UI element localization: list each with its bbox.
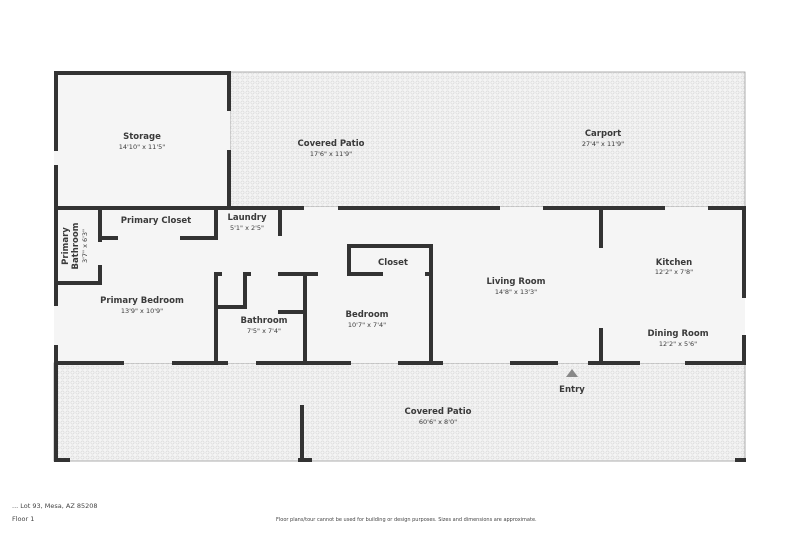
entry-label: Entry <box>559 385 585 395</box>
primary-bedroom-label: Primary Bedroom <box>100 296 184 306</box>
patio-top-area <box>229 71 746 208</box>
primary-bathroom-dims: 3'7" x 6'3" <box>81 229 89 263</box>
house-floor <box>54 207 745 363</box>
kitchen-label: Kitchen <box>656 258 692 268</box>
laundry-dims: 5'1" x 2'5" <box>230 224 264 232</box>
storage-floor <box>54 72 230 207</box>
floor-label: Floor 1 <box>12 515 35 523</box>
bedroom-dims: 10'7" x 7'4" <box>348 321 386 329</box>
bedroom-label: Bedroom <box>345 310 388 320</box>
carport-dims: 27'4" x 11'9" <box>582 140 624 148</box>
storage-dims: 14'10" x 11'5" <box>119 143 165 151</box>
living-room-label: Living Room <box>487 277 546 287</box>
kitchen-dims: 12'2" x 7'8" <box>655 268 693 276</box>
primary-closet-label: Primary Closet <box>121 216 192 226</box>
primary-bedroom-dims: 13'9" x 10'9" <box>121 307 163 315</box>
patio-bottom-area <box>53 362 746 462</box>
covered-patio-bottom-dims: 60'6" x 8'0" <box>419 418 457 426</box>
covered-patio-top-label: Covered Patio <box>298 139 365 149</box>
covered-patio-bottom-label: Covered Patio <box>405 407 472 417</box>
laundry-label: Laundry <box>227 213 267 223</box>
living-room-dims: 14'8" x 13'3" <box>495 288 537 296</box>
walls <box>54 71 746 462</box>
address-text: ... Lot 93, Mesa, AZ 85208 <box>12 502 98 510</box>
dining-room-label: Dining Room <box>647 329 708 339</box>
dining-room-dims: 12'2" x 5'6" <box>659 340 697 348</box>
covered-patio-top-dims: 17'6" x 11'9" <box>310 150 352 158</box>
primary-bathroom-label-2: Bathroom <box>71 222 81 269</box>
carport-label: Carport <box>585 129 621 139</box>
bathroom-label: Bathroom <box>240 316 287 326</box>
bathroom-dims: 7'5" x 7'4" <box>247 327 281 335</box>
primary-bathroom-label-1: Primary <box>61 227 71 265</box>
entry-marker-icon <box>566 369 578 377</box>
closet-label: Closet <box>378 258 408 268</box>
disclaimer-text: Floor plans/tour cannot be used for buil… <box>276 517 537 523</box>
storage-label: Storage <box>123 132 161 142</box>
